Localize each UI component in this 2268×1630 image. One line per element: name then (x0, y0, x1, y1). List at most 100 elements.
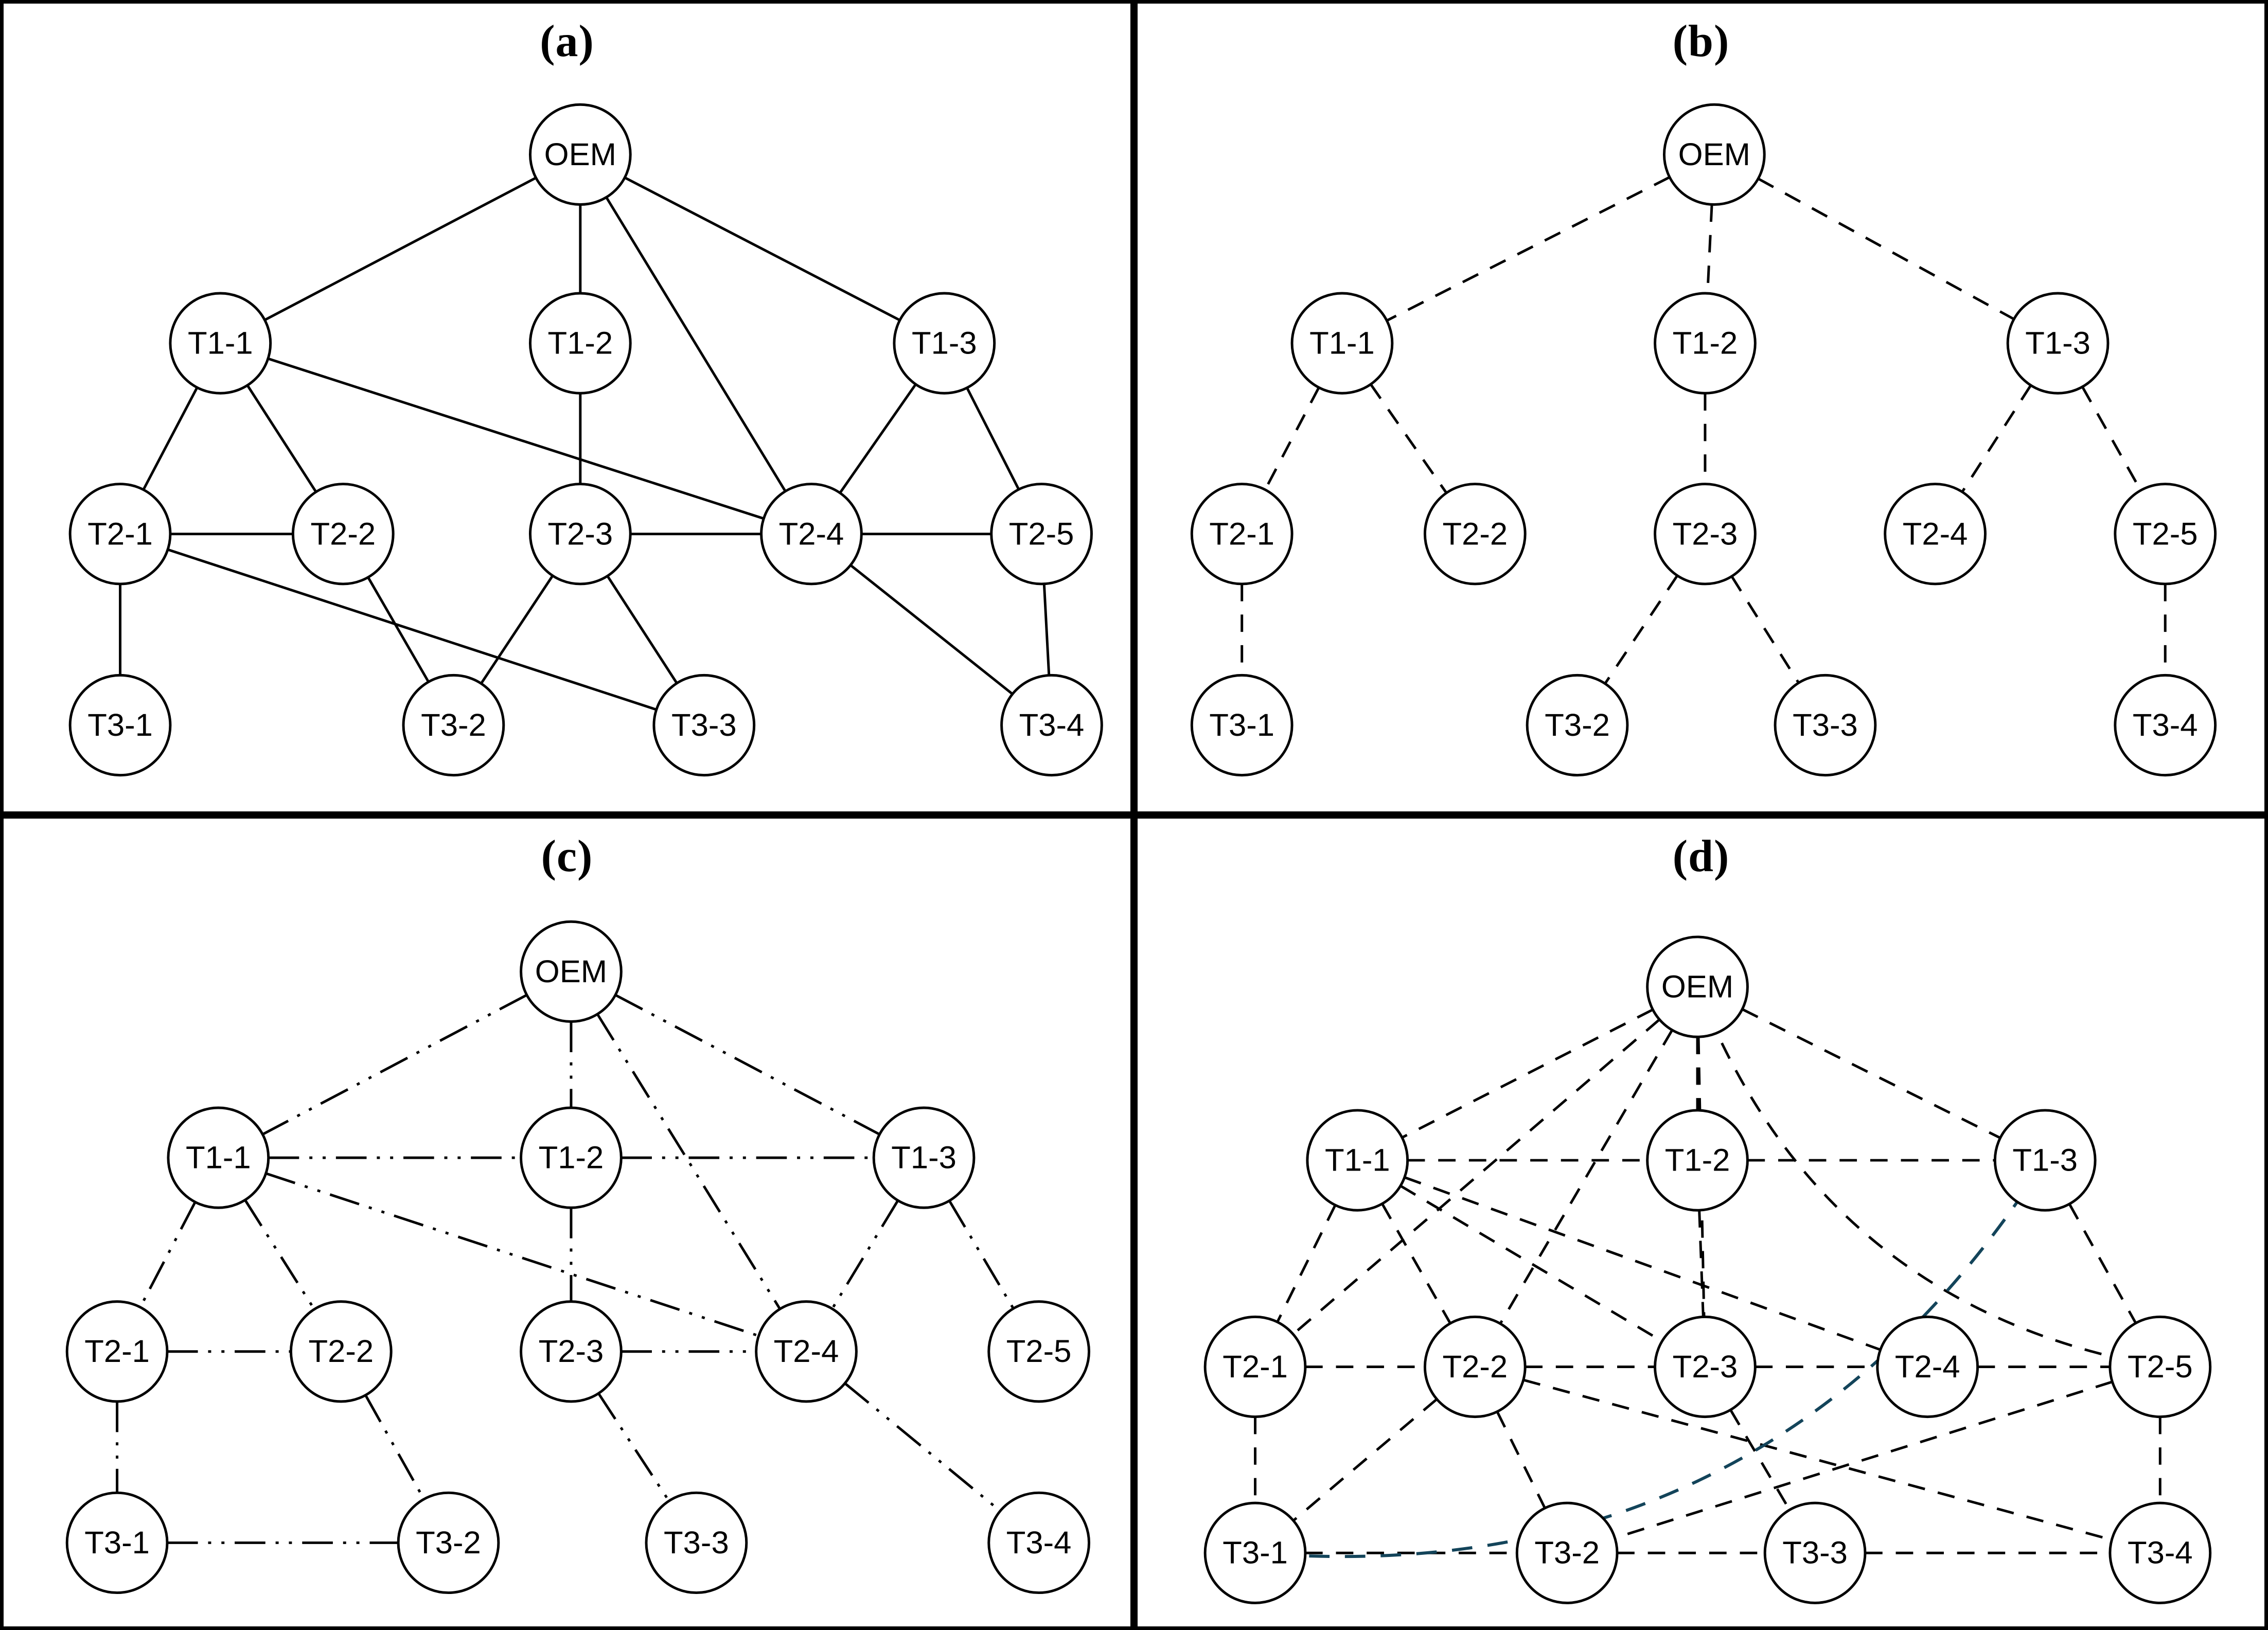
edge-OEM-T1-1 (1401, 1008, 1654, 1139)
node-shape-T3-4 (1000, 674, 1103, 777)
node-T1-2[interactable]: T1-2 (520, 1106, 623, 1209)
node-T2-2[interactable]: T2-2 (1423, 1315, 1527, 1419)
node-label-T2-3: T2-3 (548, 516, 613, 552)
node-label-T2-1: T2-1 (1222, 1349, 1288, 1385)
edge-T1-1-T2-4 (265, 1172, 759, 1337)
edge-T2-2-T3-2 (367, 576, 430, 683)
node-shape-T3-3 (645, 1491, 748, 1594)
node-T3-2[interactable]: T3-2 (402, 674, 505, 777)
node-label-OEM: OEM (1661, 969, 1733, 1005)
edge-T2-2-T3-4 (1523, 1378, 2112, 1542)
node-T1-2[interactable]: T1-2 (1654, 292, 1757, 395)
node-T3-3[interactable]: T3-3 (652, 674, 756, 777)
node-T3-1[interactable]: T3-1 (68, 674, 172, 777)
node-T2-1[interactable]: T2-1 (1190, 483, 1294, 586)
node-label-T3-1: T3-1 (1222, 1535, 1288, 1571)
node-T3-3[interactable]: T3-3 (645, 1491, 748, 1594)
node-shape-T2-5 (2108, 1315, 2212, 1419)
node-T1-3[interactable]: T1-3 (893, 292, 996, 395)
node-T2-2[interactable]: T2-2 (291, 483, 395, 586)
node-T2-5[interactable]: T2-5 (990, 483, 1093, 586)
node-T2-4[interactable]: T2-4 (1884, 483, 1987, 586)
node-T3-1[interactable]: T3-1 (1190, 674, 1294, 777)
node-T3-4[interactable]: T3-4 (2108, 1501, 2212, 1604)
node-T2-2[interactable]: T2-2 (1423, 483, 1527, 586)
node-T2-5[interactable]: T2-5 (2108, 1315, 2212, 1419)
node-label-T3-1: T3-1 (84, 1525, 150, 1561)
node-T3-1[interactable]: T3-1 (65, 1491, 169, 1594)
node-label-T1-1: T1-1 (1325, 1143, 1390, 1178)
node-T3-3[interactable]: T3-3 (1774, 674, 1877, 777)
node-T1-2[interactable]: T1-2 (1646, 1109, 1749, 1212)
edge-T2-3-T3-3 (597, 1392, 670, 1502)
node-T2-5[interactable]: T2-5 (987, 1300, 1090, 1403)
node-T2-3[interactable]: T2-3 (1654, 1315, 1757, 1419)
edge-T1-3-T2-5 (966, 387, 1020, 490)
node-label-OEM: OEM (1678, 137, 1750, 172)
node-T2-4[interactable]: T2-4 (755, 1300, 858, 1403)
node-T2-3[interactable]: T2-3 (1654, 483, 1757, 586)
node-T3-3[interactable]: T3-3 (1763, 1501, 1867, 1604)
node-T1-1[interactable]: T1-1 (167, 1106, 270, 1209)
node-T1-1[interactable]: T1-1 (1290, 292, 1394, 395)
node-T2-4[interactable]: T2-4 (1876, 1315, 1979, 1419)
node-OEM[interactable]: OEM (520, 920, 623, 1023)
node-T1-3[interactable]: T1-3 (2006, 292, 2110, 395)
node-T3-2[interactable]: T3-2 (1515, 1501, 1619, 1604)
node-T2-3[interactable]: T2-3 (520, 1300, 623, 1403)
node-label-T2-2: T2-2 (308, 1334, 374, 1369)
node-shape-T3-2 (1515, 1501, 1619, 1604)
node-shape-T3-4 (2114, 674, 2217, 777)
node-T3-4[interactable]: T3-4 (1000, 674, 1103, 777)
edge-T1-1-T2-2 (1370, 383, 1448, 494)
node-T2-4[interactable]: T2-4 (760, 483, 863, 586)
node-T3-4[interactable]: T3-4 (2114, 674, 2217, 777)
node-T2-1[interactable]: T2-1 (65, 1300, 169, 1403)
edge-OEM-T2-4 (605, 197, 787, 492)
node-label-T2-4: T2-4 (1895, 1349, 1960, 1385)
node-OEM[interactable]: OEM (528, 103, 632, 206)
node-shape-T3-4 (2108, 1501, 2212, 1604)
node-shape-T1-3 (872, 1106, 976, 1209)
node-shape-T3-2 (397, 1491, 500, 1594)
node-T2-2[interactable]: T2-2 (289, 1300, 393, 1403)
node-T1-1[interactable]: T1-1 (169, 292, 272, 395)
node-T3-4[interactable]: T3-4 (987, 1491, 1090, 1594)
edge-OEM-T1-1 (264, 176, 537, 322)
node-OEM[interactable]: OEM (1646, 935, 1749, 1038)
node-T1-2[interactable]: T1-2 (528, 292, 632, 395)
node-label-T3-3: T3-3 (1793, 707, 1858, 743)
node-label-T3-4: T3-4 (1019, 707, 1085, 743)
node-T1-3[interactable]: T1-3 (1993, 1109, 2097, 1212)
node-T2-1[interactable]: T2-1 (1203, 1315, 1307, 1419)
node-T3-2[interactable]: T3-2 (1526, 674, 1629, 777)
node-shape-T2-4 (1876, 1315, 1979, 1419)
edge-T1-1-T2-4 (1404, 1176, 1881, 1351)
node-label-T2-2: T2-2 (310, 516, 376, 552)
node-label-T2-5: T2-5 (2133, 516, 2198, 552)
node-T1-3[interactable]: T1-3 (872, 1106, 976, 1209)
node-T2-3[interactable]: T2-3 (528, 483, 632, 586)
node-T3-2[interactable]: T3-2 (397, 1491, 500, 1594)
node-label-T2-5: T2-5 (1006, 1334, 1072, 1369)
node-OEM[interactable]: OEM (1662, 103, 1766, 206)
node-label-T1-3: T1-3 (912, 326, 977, 361)
node-shape-OEM (1662, 103, 1766, 206)
node-T2-1[interactable]: T2-1 (68, 483, 172, 586)
node-label-T2-4: T2-4 (779, 516, 844, 552)
edge-OEM-T2-4 (596, 1013, 781, 1310)
edge-OEM-T1-1 (1386, 176, 1671, 322)
node-T1-1[interactable]: T1-1 (1306, 1109, 1409, 1212)
node-shape-T3-1 (1203, 1501, 1307, 1604)
node-shape-T1-2 (528, 292, 632, 395)
node-label-T3-3: T3-3 (671, 707, 737, 743)
node-label-T3-2: T3-2 (421, 707, 486, 743)
node-label-T3-3: T3-3 (664, 1525, 729, 1561)
node-label-T3-1: T3-1 (1209, 707, 1274, 743)
node-T3-1[interactable]: T3-1 (1203, 1501, 1307, 1604)
panel-c-label: (c) (541, 831, 593, 881)
node-label-T2-1: T2-1 (87, 516, 153, 552)
node-label-T1-2: T1-2 (539, 1140, 604, 1176)
node-T2-5[interactable]: T2-5 (2114, 483, 2217, 586)
node-shape-T1-2 (1654, 292, 1757, 395)
